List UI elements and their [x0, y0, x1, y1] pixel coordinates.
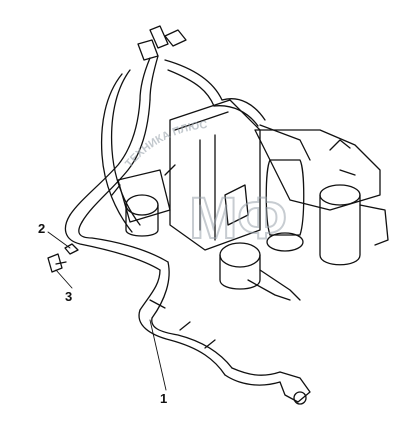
callout-part-1: 1 — [160, 391, 168, 406]
top-connector-assembly — [137, 25, 187, 101]
callout-part-2: 2 — [38, 221, 46, 236]
lower-harness — [138, 261, 311, 405]
right-filter-assembly — [254, 129, 389, 266]
hose-lines — [64, 59, 223, 271]
upper-right-hoses — [213, 98, 311, 161]
leader-lines — [47, 231, 167, 391]
clip-assembly — [47, 243, 79, 273]
left-filter-assembly — [111, 164, 176, 237]
center-fuel-block — [169, 99, 261, 290]
callout-part-3: 3 — [65, 289, 73, 304]
